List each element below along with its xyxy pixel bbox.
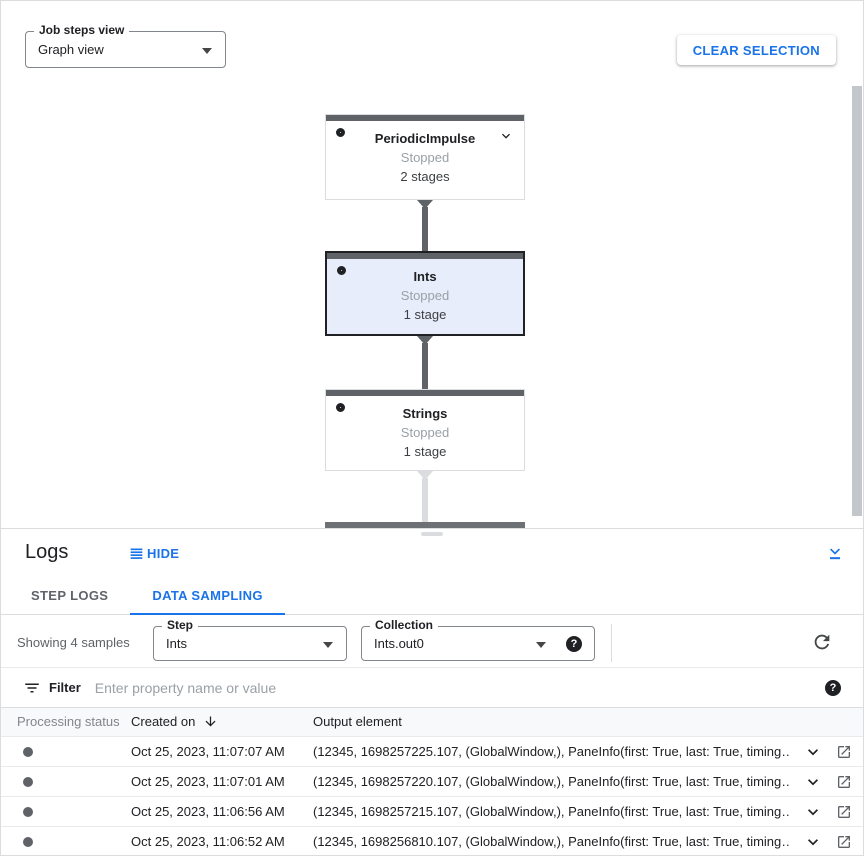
job-steps-view-value: Graph view (38, 42, 104, 57)
graph-node-periodicimpulse[interactable]: PeriodicImpulse Stopped 2 stages (325, 114, 525, 200)
edge-line (422, 478, 428, 523)
processing-status-dot-icon (23, 777, 33, 787)
node-status: Stopped (400, 425, 450, 440)
table-row[interactable]: Oct 25, 2023, 11:06:56 AM (12345, 169825… (1, 797, 863, 827)
open-in-new-icon[interactable] (836, 834, 852, 850)
edge-arrow-icon (417, 336, 433, 345)
node-stages: 1 stage (403, 307, 447, 322)
panel-resize-handle[interactable] (421, 532, 443, 536)
node-title: Strings (402, 406, 448, 421)
logs-tabs: STEP LOGS DATA SAMPLING (1, 577, 863, 615)
col-created-on[interactable]: Created on (131, 708, 218, 736)
table-row[interactable]: Oct 25, 2023, 11:06:52 AM (12345, 169825… (1, 827, 863, 855)
graph-node-ints[interactable]: Ints Stopped 1 stage (325, 251, 525, 336)
filter-label: Filter (49, 680, 81, 695)
edge-line (422, 343, 428, 389)
expand-row-chevron-icon[interactable] (803, 832, 823, 852)
table-row[interactable]: Oct 25, 2023, 11:07:07 AM (12345, 169825… (1, 737, 863, 767)
expand-row-chevron-icon[interactable] (803, 742, 823, 762)
logs-panel-title: Logs (25, 541, 69, 563)
step-select-label: Step (162, 618, 199, 632)
job-steps-view-label: Job steps view (34, 23, 130, 37)
collection-help-icon[interactable]: ? (566, 636, 582, 652)
vertical-divider (611, 624, 612, 662)
step-select[interactable]: Step Ints (153, 618, 347, 661)
table-row[interactable]: Oct 25, 2023, 11:07:01 AM (12345, 169825… (1, 767, 863, 797)
node-topbar (327, 253, 523, 259)
edge-line (422, 207, 428, 252)
processing-status-dot-icon (23, 747, 33, 757)
graph-vertical-scrollbar[interactable] (852, 86, 862, 516)
job-steps-view-select[interactable]: Job steps view Graph view (25, 23, 226, 68)
edge-arrow-icon (417, 471, 433, 480)
collection-select-value: Ints.out0 (374, 636, 424, 651)
sampling-controls-row: Showing 4 samples Step Ints Collection I… (1, 616, 863, 668)
tab-data-sampling[interactable]: DATA SAMPLING (130, 577, 285, 615)
clear-selection-button[interactable]: CLEAR SELECTION (676, 35, 836, 65)
dock-panel-icon (129, 546, 144, 561)
node-stages: 1 stage (403, 444, 447, 459)
node-status: Stopped (400, 288, 450, 303)
filter-input[interactable] (94, 679, 825, 696)
filter-icon (23, 679, 41, 697)
expand-row-chevron-icon[interactable] (803, 802, 823, 822)
dropdown-arrow-icon (202, 47, 212, 54)
hide-label: HIDE (147, 546, 180, 561)
node-title: Ints (413, 269, 437, 284)
created-on-cell: Oct 25, 2023, 11:07:07 AM (131, 744, 285, 759)
created-on-cell: Oct 25, 2023, 11:06:52 AM (131, 834, 285, 849)
transform-icon (336, 403, 345, 412)
refresh-samples-icon[interactable] (811, 631, 833, 653)
node-status: Stopped (400, 150, 450, 165)
chevron-down-icon[interactable] (498, 128, 514, 144)
open-in-new-icon[interactable] (836, 804, 852, 820)
output-element-cell: (12345, 1698257215.107, (GlobalWindow,),… (313, 804, 791, 819)
output-element-cell: (12345, 1698256810.107, (GlobalWindow,),… (313, 834, 791, 849)
processing-status-dot-icon (23, 807, 33, 817)
expand-row-chevron-icon[interactable] (803, 772, 823, 792)
transform-icon (337, 266, 346, 275)
open-in-new-icon[interactable] (836, 744, 852, 760)
filter-help-icon[interactable]: ? (825, 679, 841, 696)
created-on-cell: Oct 25, 2023, 11:06:56 AM (131, 804, 285, 819)
showing-samples-text: Showing 4 samples (17, 635, 130, 650)
dropdown-arrow-icon (536, 641, 546, 648)
sort-descending-icon (205, 716, 216, 727)
node-topbar (326, 390, 524, 396)
hide-logs-button[interactable]: HIDE (129, 546, 179, 561)
samples-table-body: Oct 25, 2023, 11:07:07 AM (12345, 169825… (1, 737, 863, 855)
output-element-cell: (12345, 1698257225.107, (GlobalWindow,),… (313, 744, 791, 759)
processing-status-dot-icon (23, 837, 33, 847)
graph-node-strings[interactable]: Strings Stopped 1 stage (325, 389, 525, 471)
collapse-panel-icon[interactable] (825, 543, 845, 563)
node-topbar (326, 115, 524, 121)
node-stages: 2 stages (400, 169, 450, 184)
tab-step-logs[interactable]: STEP LOGS (9, 577, 130, 615)
step-select-value: Ints (166, 636, 187, 651)
collection-select[interactable]: Collection Ints.out0 ? (361, 618, 595, 661)
collection-select-label: Collection (370, 618, 439, 632)
open-in-new-icon[interactable] (836, 774, 852, 790)
graph-node-cutoff-topbar (325, 522, 525, 528)
node-title: PeriodicImpulse (374, 131, 476, 146)
logs-panel: Logs HIDE STEP LOGS DATA SAMPLING (1, 528, 863, 855)
dropdown-arrow-icon (323, 641, 333, 648)
samples-table-header: Processing status Created on Output elem… (1, 708, 863, 737)
col-processing-status: Processing status (17, 714, 120, 729)
col-output-element: Output element (313, 714, 402, 729)
filter-row: Filter ? (1, 668, 863, 708)
created-on-cell: Oct 25, 2023, 11:07:01 AM (131, 774, 285, 789)
transform-icon (336, 128, 345, 137)
output-element-cell: (12345, 1698257220.107, (GlobalWindow,),… (313, 774, 791, 789)
edge-arrow-icon (417, 200, 433, 209)
